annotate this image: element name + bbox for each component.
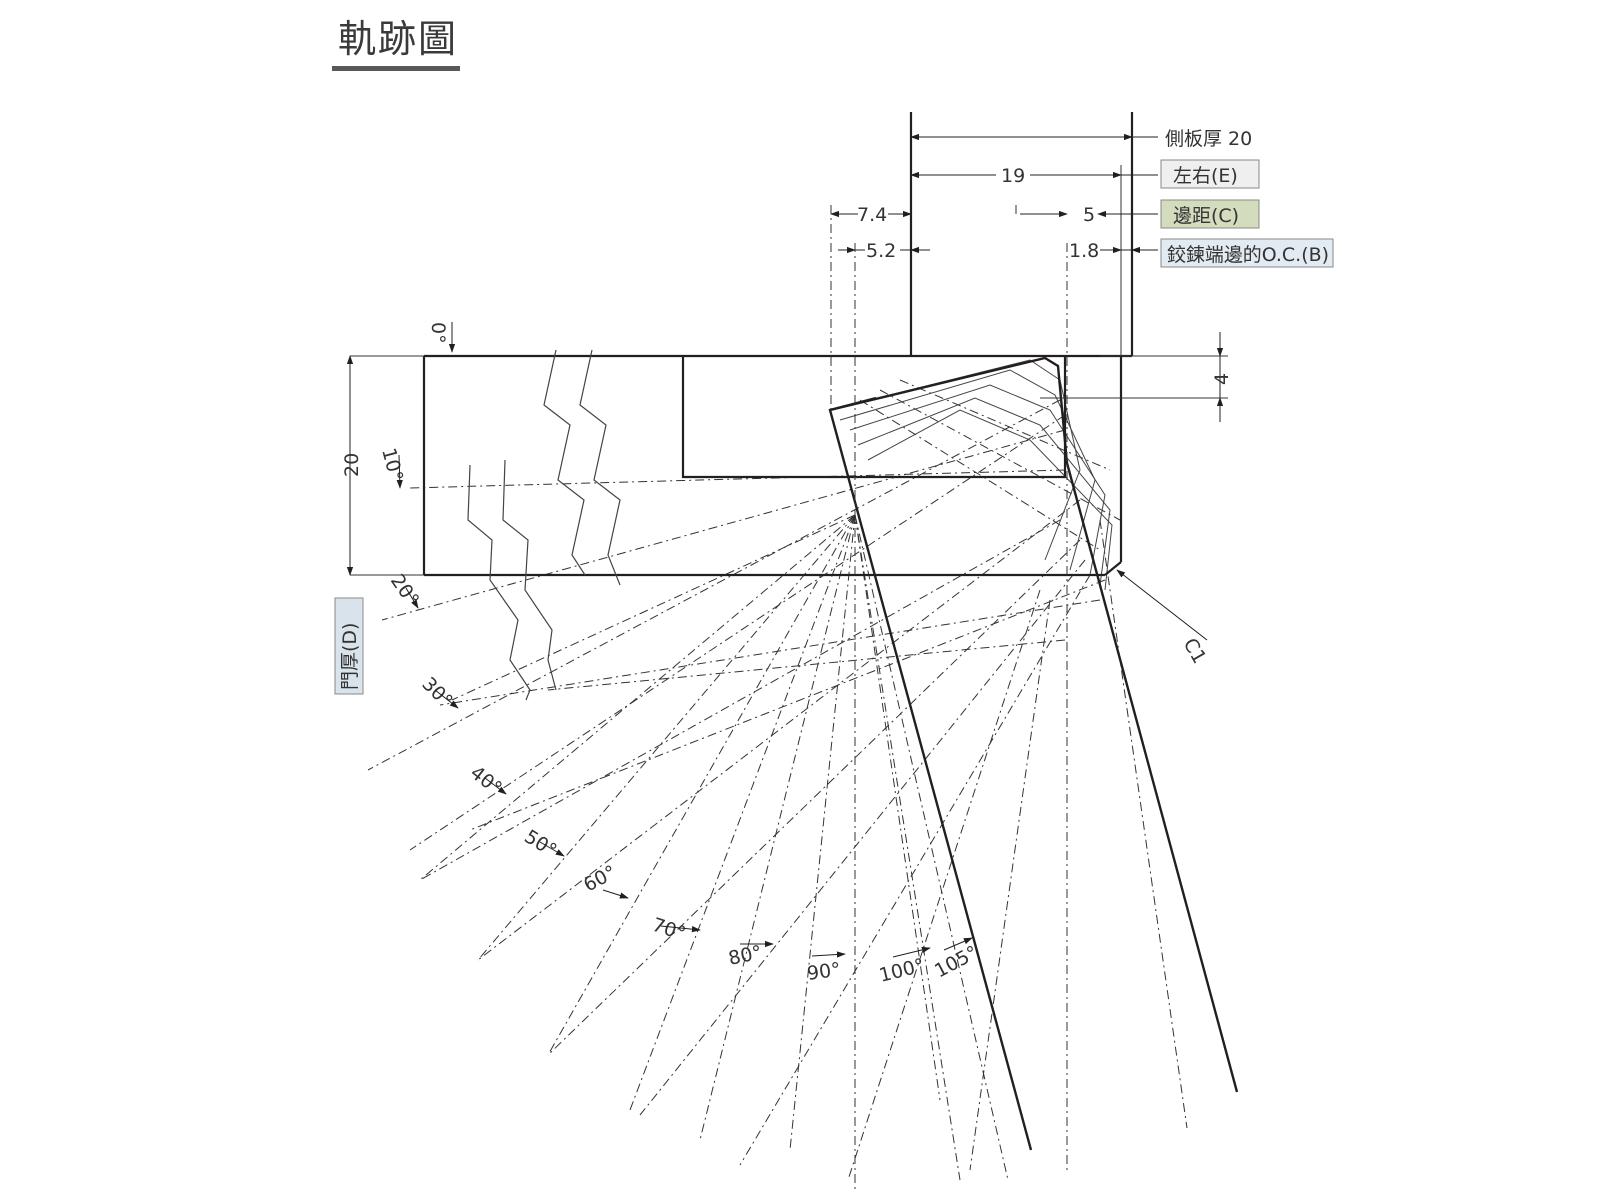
trajectory-line-25 (859, 399, 1101, 551)
page-title: 軌跡圖 (338, 17, 459, 61)
door-open-105 (828, 356, 1239, 1151)
door-trajectory-lines (367, 379, 1188, 1181)
door-outline-4 (867, 409, 1113, 591)
dim-20-door: 20 (341, 453, 363, 477)
angle-90: 90° (806, 958, 842, 984)
angle-80: 80° (726, 941, 764, 970)
trajectory-line-2 (367, 399, 1061, 771)
angle-labels: 0° 10° 20° 30° 40° 50° 60° 70° 80° 90° 1… (377, 322, 982, 987)
angle-arrows (396, 322, 973, 958)
trajectory-line-5 (477, 499, 1081, 961)
angle-30: 30° (417, 673, 456, 712)
trajectory-line-10 (969, 599, 1051, 1171)
guide-lines (830, 205, 1068, 1190)
dim-19: 19 (1001, 165, 1025, 187)
title-underline (332, 66, 460, 71)
trajectory-line-0 (409, 469, 1066, 489)
angle-50: 50° (520, 826, 560, 863)
trajectory-line-24 (469, 579, 1106, 831)
dim-7-4: 7.4 (857, 204, 887, 226)
trajectory-line-14 (854, 514, 941, 1101)
door-thickness-box: 門厚(D) (334, 597, 364, 695)
trajectory-line-22 (547, 639, 1066, 691)
angle-70: 70° (649, 914, 688, 945)
trajectory-line-27 (899, 379, 1111, 471)
angle-20: 20° (386, 570, 423, 610)
margin-box: 邊距(C) (1160, 199, 1260, 229)
angle-60: 60° (580, 861, 620, 896)
hinge-oc-box: 鉸鍊端邊的O.C.(B) (1160, 238, 1334, 268)
dim-4: 4 (1211, 373, 1233, 385)
break-lines (467, 349, 621, 701)
trajectory-line-16 (699, 514, 856, 1141)
angle-10: 10° (377, 446, 407, 484)
hinge-oc-label: 鉸鍊端邊的O.C.(B) (1167, 244, 1329, 266)
dim-5: 5 (1083, 204, 1095, 226)
trajectory-line-17 (629, 514, 856, 1111)
trajectory-line-19 (477, 514, 856, 961)
trajectory-line-26 (879, 389, 1121, 521)
trajectory-line-18 (547, 514, 856, 1056)
door-closed (422, 354, 1132, 577)
door-thickness-label: 門厚(D) (339, 623, 361, 690)
angle-105: 105° (931, 942, 982, 983)
side-panel (909, 112, 1134, 356)
left-right-label: 左右(E) (1173, 165, 1238, 187)
trajectory-line-12 (854, 514, 1009, 1181)
trajectory-line-21 (451, 514, 856, 701)
angle-0: 0° (427, 322, 449, 344)
extension-lines (350, 165, 1228, 576)
door-outline-2 (849, 384, 1106, 576)
trajectory-line-3 (409, 414, 1066, 851)
trajectory-line-15 (789, 514, 856, 1151)
trajectory-line-23 (439, 599, 1101, 706)
trajectory-line-9 (847, 589, 1041, 1181)
dim-5-2: 5.2 (866, 240, 896, 262)
margin-label: 邊距(C) (1173, 205, 1239, 227)
trajectory-line-1 (381, 429, 1066, 621)
trajectory-line-8 (739, 574, 1091, 1166)
angle-100: 100° (877, 954, 927, 986)
door-outline-3 (857, 397, 1111, 586)
dim-side-panel-label: 側板厚 20 (1165, 128, 1252, 150)
dimension-lines (346, 133, 1224, 641)
hinge-cup-recess (681, 356, 1067, 479)
trajectory-line-11 (1099, 519, 1188, 1129)
trajectory-line-4 (419, 519, 1061, 881)
door-outline-1 (839, 369, 1096, 571)
trajectory-line-7 (639, 559, 1086, 1116)
left-right-box: 左右(E) (1160, 159, 1260, 189)
dim-1-8: 1.8 (1069, 240, 1099, 262)
angle-40: 40° (466, 762, 506, 800)
trajectory-line-13 (854, 514, 961, 1181)
